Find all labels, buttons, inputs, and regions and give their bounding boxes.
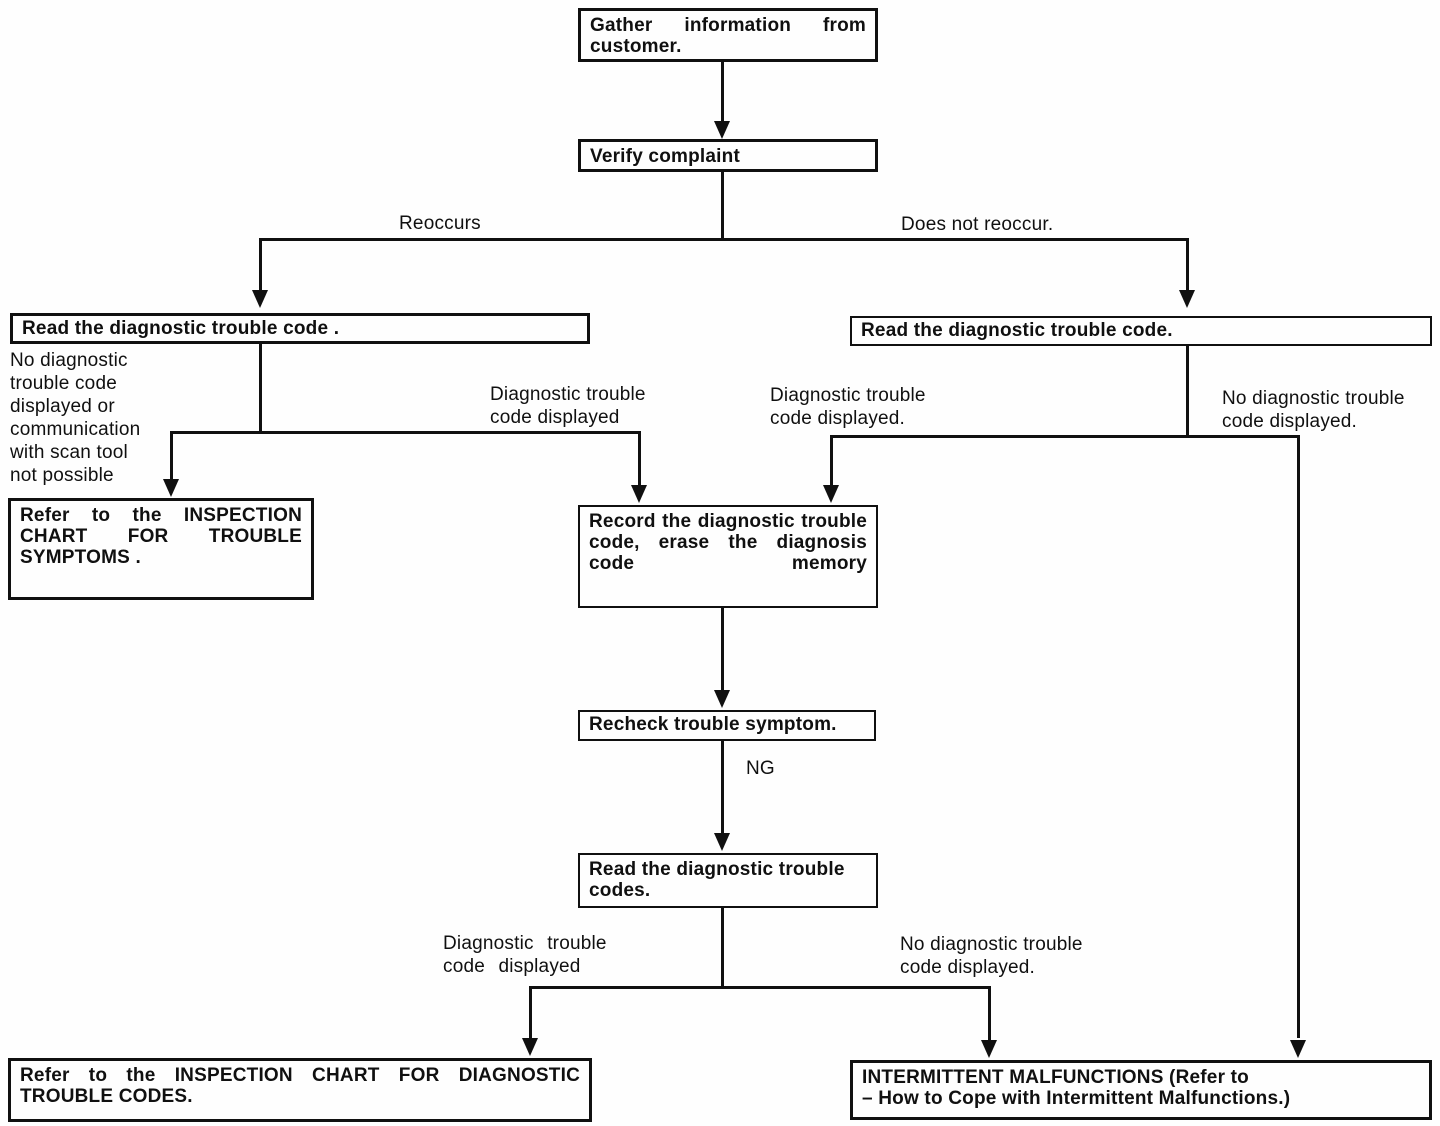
label-dtc-displayed-bottom: Diagnostic trouble code displayed	[443, 933, 607, 977]
label-reoccurs: Reoccurs	[399, 213, 481, 234]
node-recheck-symptom: Recheck trouble symptom.	[578, 710, 876, 741]
node-refer-inspection-chart-dtc: Refer to the INSPECTION CHART FOR DIAGNO…	[8, 1058, 592, 1122]
connector-reoccurs-drop	[259, 238, 262, 292]
connector-branch-bar-right	[831, 435, 1300, 438]
label-no-dtc-top-right: No diagnostic trouble code displayed.	[1222, 388, 1405, 432]
connector-branch-bar-bottom	[529, 986, 990, 989]
connector-not-reoccur-arrowhead	[1179, 290, 1195, 308]
node-read-dtc-right: Read the diagnostic trouble code.	[850, 316, 1432, 346]
connector-ng-drop	[721, 741, 724, 835]
node-intermittent-malfunctions: INTERMITTENT MALFUNCTIONS (Refer to – Ho…	[850, 1060, 1432, 1120]
node-verify-complaint: Verify complaint	[578, 139, 878, 172]
connector-branch-bar-left	[170, 431, 641, 434]
connector-read-left-stem	[259, 344, 262, 434]
connector-to-intermittent-long-drop	[1297, 435, 1300, 1038]
connector-to-record-right-arrowhead	[823, 485, 839, 503]
connector-to-refer-dtc-arrowhead	[522, 1038, 538, 1056]
label-no-dtc-bottom: No diagnostic trouble code displayed.	[900, 934, 1083, 978]
label-dtc-displayed-left: Diagnostic trouble code displayed	[490, 384, 646, 428]
label-ng: NG	[746, 758, 775, 779]
connector-to-intermittent-long-arrowhead	[1290, 1040, 1306, 1058]
node-refer-inspection-chart-symptoms: Refer to the INSPECTION CHART FOR TROUBL…	[8, 498, 314, 600]
connector-read-codes-stem	[721, 908, 724, 988]
connector-ng-arrowhead	[714, 833, 730, 851]
connector-verify-stem	[721, 172, 724, 240]
label-does-not-reoccur: Does not reoccur.	[901, 214, 1054, 235]
connector-to-refer-dtc-drop	[529, 986, 532, 1038]
connector-to-symptoms-drop	[170, 431, 173, 481]
label-dtc-displayed-mid: Diagnostic trouble code displayed.	[770, 385, 926, 429]
connector-read-right-stem	[1186, 346, 1189, 438]
connector-record-to-recheck-arrowhead	[714, 690, 730, 708]
node-read-dtc-left: Read the diagnostic trouble code .	[10, 313, 590, 344]
connector-to-symptoms-arrowhead	[163, 479, 179, 497]
node-gather-information: Gather information from customer.	[578, 8, 878, 62]
connector-not-reoccur-drop	[1186, 238, 1189, 292]
connector-gather-to-verify-arrowhead	[714, 121, 730, 139]
connector-branch-bar-top	[259, 238, 1189, 241]
label-no-dtc-or-no-communication: No diagnostic trouble code displayed or …	[10, 350, 141, 486]
node-record-erase-code: Record the diagnostic trouble code, eras…	[578, 505, 878, 608]
connector-reoccurs-arrowhead	[252, 290, 268, 308]
connector-to-intermittent-short-drop	[988, 986, 991, 1040]
connector-to-record-left-drop	[638, 431, 641, 487]
connector-to-record-left-arrowhead	[631, 485, 647, 503]
connector-gather-to-verify	[721, 62, 724, 123]
node-read-dtc-codes: Read the diagnostic trouble codes.	[578, 853, 878, 908]
connector-to-intermittent-short-arrowhead	[981, 1040, 997, 1058]
connector-to-record-right-drop	[830, 435, 833, 487]
connector-record-to-recheck	[721, 608, 724, 690]
